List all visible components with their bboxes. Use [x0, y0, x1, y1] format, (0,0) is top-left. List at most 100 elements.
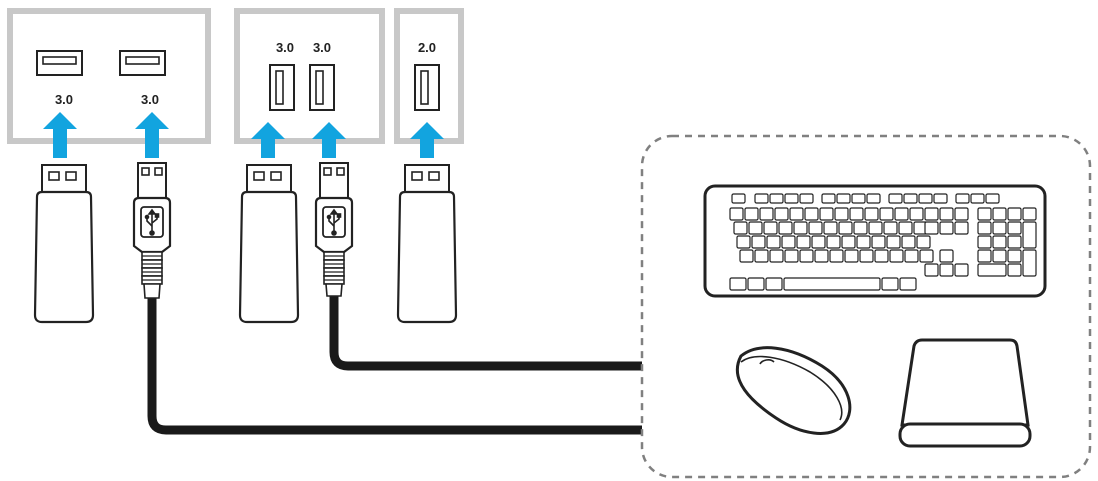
keyboard-key: [977, 249, 992, 263]
keyboard-key: [821, 193, 836, 204]
keyboard-key: [796, 235, 811, 249]
insert-arrow-icon: [251, 122, 285, 158]
keyboard-key: [808, 221, 823, 235]
keyboard-key: [829, 249, 844, 263]
keyboard-key: [889, 249, 904, 263]
mouse-icon: [735, 346, 852, 435]
keyboard-key: [883, 221, 898, 235]
keyboard-key: [924, 221, 939, 235]
keyboard-key: [918, 193, 933, 204]
peripherals-group-box: [640, 134, 1092, 479]
port-label: 3.0: [276, 40, 294, 55]
keyboard-key: [789, 207, 804, 221]
keyboard-key: [769, 193, 784, 204]
usb-port-horizontal: [36, 50, 83, 76]
keyboard-key: [954, 263, 969, 277]
keyboard-key: [874, 249, 889, 263]
keyboard-key: [886, 235, 901, 249]
keyboard-key: [856, 235, 871, 249]
keyboard-key: [933, 193, 948, 204]
keyboard-key: [766, 235, 781, 249]
usb-flash-drive-icon: [238, 164, 300, 324]
keyboard-key: [733, 221, 748, 235]
keyboard-key: [849, 207, 864, 221]
keyboard-key: [904, 249, 919, 263]
keyboard-key: [888, 193, 903, 204]
keyboard-key: [739, 249, 754, 263]
insert-arrow-icon: [312, 122, 346, 158]
keyboard-key: [814, 249, 829, 263]
keyboard-key: [1007, 249, 1022, 263]
keyboard-key: [924, 207, 939, 221]
keyboard-key: [763, 221, 778, 235]
keyboard-key: [834, 207, 849, 221]
insert-arrow-icon: [410, 122, 444, 158]
keyboard-key: [844, 249, 859, 263]
external-hard-drive-icon: [898, 338, 1032, 448]
usb-cable-wire: [147, 298, 642, 435]
keyboard-key: [1007, 221, 1022, 235]
keyboard-key: [841, 235, 856, 249]
keyboard-key: [898, 221, 913, 235]
usb-cable-plug-icon: [314, 162, 354, 297]
keyboard-key: [783, 277, 881, 291]
keyboard-key: [939, 263, 954, 277]
keyboard-key: [992, 221, 1007, 235]
keyboard-key: [970, 193, 985, 204]
keyboard-key: [992, 249, 1007, 263]
keyboard-key: [954, 207, 969, 221]
keyboard-key: [781, 235, 796, 249]
keyboard-key: [759, 207, 774, 221]
keyboard-key: [765, 277, 783, 291]
keyboard-key: [754, 193, 769, 204]
keyboard-key: [736, 235, 751, 249]
keyboard-key: [811, 235, 826, 249]
keyboard-key: [823, 221, 838, 235]
keyboard-key: [853, 221, 868, 235]
usb-symbol-icon: [326, 208, 342, 236]
keyboard-key: [924, 263, 939, 277]
usb-port-horizontal: [119, 50, 166, 76]
keyboard-key: [977, 235, 992, 249]
keyboard-key: [881, 277, 899, 291]
keyboard-key: [901, 235, 916, 249]
usb-panel-3: 2.0: [394, 8, 464, 144]
usb-panel-1: 3.0 3.0: [7, 8, 211, 144]
keyboard-key: [1007, 207, 1022, 221]
keyboard-key: [977, 221, 992, 235]
keyboard-key: [919, 249, 934, 263]
usb-flash-drive-icon: [396, 164, 458, 324]
keyboard-key: [955, 193, 970, 204]
port-label: 3.0: [313, 40, 331, 55]
keyboard-key: [784, 249, 799, 263]
keyboard-key: [977, 263, 1007, 277]
keyboard-key: [903, 193, 918, 204]
keyboard-key: [838, 221, 853, 235]
keyboard-key: [1007, 263, 1022, 277]
keyboard-key: [769, 249, 784, 263]
keyboard-key: [729, 277, 747, 291]
keyboard-key: [939, 207, 954, 221]
usb-port-vertical: [269, 64, 295, 111]
keyboard-key: [751, 235, 766, 249]
usb-port-vertical: [309, 64, 335, 111]
keyboard-key: [744, 207, 759, 221]
keyboard-key: [729, 207, 744, 221]
usb-cable-plug-icon: [132, 162, 172, 299]
keyboard-key: [731, 193, 746, 204]
keyboard-key: [859, 249, 874, 263]
usb-port-vertical: [414, 64, 440, 111]
keyboard-key: [1022, 221, 1037, 249]
keyboard-key: [784, 193, 799, 204]
keyboard-key: [747, 277, 765, 291]
keyboard-key: [939, 221, 954, 235]
keyboard-key: [992, 235, 1007, 249]
usb-flash-drive-icon: [33, 164, 95, 324]
usb-cable-wire: [329, 296, 642, 371]
keyboard-key: [868, 221, 883, 235]
keyboard-key: [748, 221, 763, 235]
keyboard-key: [939, 249, 954, 263]
keyboard-key: [864, 207, 879, 221]
keyboard-icon: [703, 184, 1047, 298]
